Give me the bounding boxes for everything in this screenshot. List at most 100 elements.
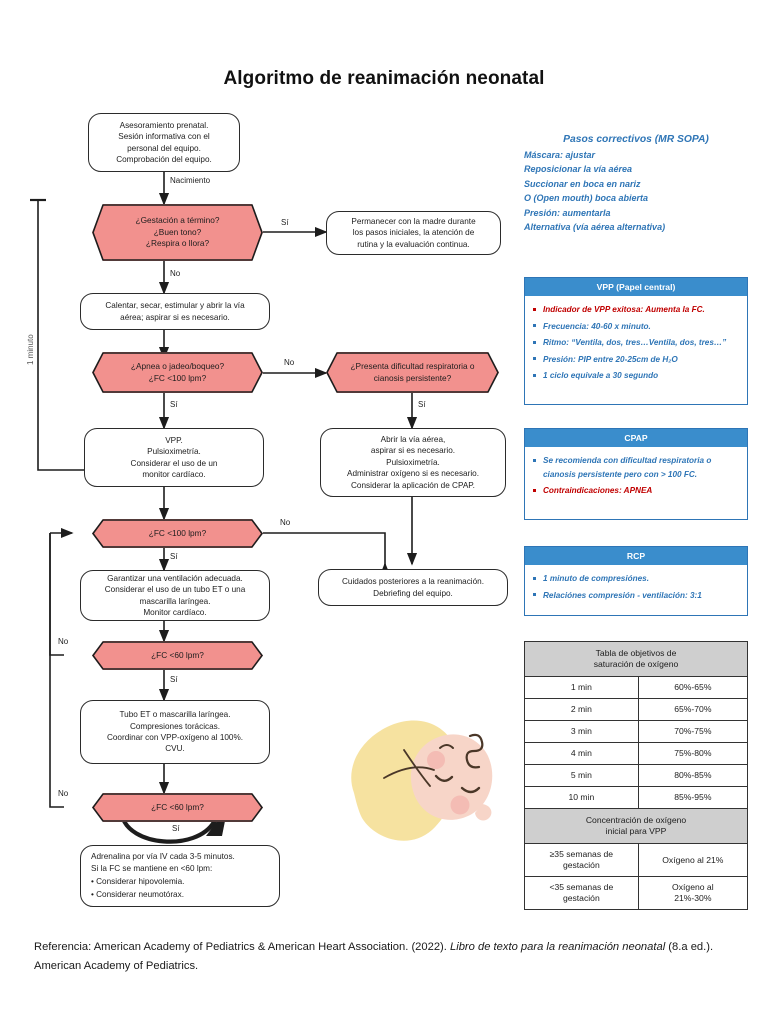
decision-shape [92,519,263,548]
panel-vpp-item-2-text: Ritmo: “Ventila, dos, tres…Ventila, dos,… [543,338,727,348]
panel-vpp-list: Indicador de VPP exitosa: Aumenta la FC.… [532,303,740,383]
decision-outline [92,641,263,670]
decision-outline [92,793,263,822]
node-prenatal-counseling: Asesoramiento prenatal. Sesión informati… [88,113,240,172]
sat-value-3: 75%-80% [637,742,749,765]
decision-respiratory-distress: ¿Presenta dificultad respiratoria o cian… [326,352,499,393]
node-adrenaline: Adrenalina por vía IV cada 3-5 minutos. … [80,845,280,907]
panel-vpp-item-4-text: 1 ciclo equivale a 30 segundo [543,371,659,381]
mr-sopa-line-3: O (Open mouth) boca abierta [524,193,649,204]
sat-time-2: 3 min [524,720,639,743]
panel-vpp-body: Indicador de VPP exitosa: Aumenta la FC.… [525,296,747,391]
mr-sopa-line-4: Presión: aumentarla [524,207,611,218]
decision-outline [92,204,263,261]
edge-label-no-gestacion: No [170,269,181,278]
panel-vpp-item-1: Frecuencia: 40-60 x minuto. [532,320,740,334]
node-post-resuscitation-care: Cuidados posteriores a la reanimación. D… [318,569,508,606]
node-stay-with-mother: Permanecer con la madre durante los paso… [326,211,501,255]
panel-vpp-item-3-text: Presión: PIP entre 20-25cm de H₂O [543,354,678,364]
decision-shape [92,641,263,670]
decision-outline [92,352,263,393]
node-ensure-ventilation-label: Garantizar una ventilación adecuada. Con… [104,573,246,617]
edge-label-si-dificultad: Sí [418,400,426,409]
node-et-tube-compressions-label: Tubo ET o mascarilla laríngea. Compresio… [106,710,244,754]
decision-respiratory-distress-label: ¿Presenta dificultad respiratoria o cian… [350,361,475,383]
edge-label-no-fc60b: No [58,789,69,798]
bullet-square-icon [533,576,536,580]
reference-title-italic: Libro de texto para la reanimación neona… [450,941,666,953]
panel-vpp-item-0-text: Indicador de VPP exitosa: Aumenta la FC. [543,305,705,314]
mr-sopa-line-1: Reposicionar la vía aérea [524,164,633,175]
decision-fc-under-60-second: ¿FC <60 lpm? [92,793,263,822]
panel-rcp-item-0: 1 minuto de compresiónes. [532,572,740,586]
bullet-square-icon [533,324,536,328]
sat-time-3: 4 min [524,742,639,765]
node-et-tube-compressions: Tubo ET o mascarilla laríngea. Compresio… [80,700,270,764]
node-vpp-pulseox-label: VPP. Pulsioximetría. Considerar el uso d… [130,435,218,479]
table-header-row: Tabla de objetivos de saturación de oxíg… [524,641,748,677]
panel-vpp-header: VPP (Papel central) [525,278,747,296]
edge-label-no-apnea: No [284,358,295,367]
decision-outline [326,352,499,393]
timing-label-1-minute: 1 minuto [26,334,35,365]
decision-gestacion-termino: ¿Gestación a término? ¿Buen tono? ¿Respi… [92,204,263,261]
panel-rcp-list: 1 minuto de compresiónes. Relaciónes com… [532,572,740,602]
panel-vpp-item-0: Indicador de VPP exitosa: Aumenta la FC. [532,303,740,317]
decision-shape [92,204,263,261]
edge-label-si-fc100: Sí [170,552,178,561]
edge-label-si-fc60b: Sí [172,824,180,833]
node-warm-dry-stimulate-label: Calentar, secar, estimular y abrir la ví… [105,301,245,322]
decision-fc-under-60-first-label: ¿FC <60 lpm? [151,649,204,660]
sat-value-0: 60%-65% [637,676,749,699]
mr-sopa-line-0: Máscara: ajustar [524,150,596,160]
panel-cpap-item-0: Se recomienda con dificultad respiratori… [532,454,740,481]
bullet-square-icon [533,340,536,344]
mr-sopa-heading: Pasos correctivos (MR SOPA) [563,134,709,145]
mr-sopa-line-2: Succionar en boca en nariz [524,178,641,189]
decision-shape [92,793,263,822]
panel-rcp-body: 1 minuto de compresiónes. Relaciónes com… [525,565,747,610]
edge-label-nacimiento: Nacimiento [170,176,211,185]
flowchart: 1 minuto Asesoramiento prenatal. Sesión … [26,113,508,907]
panel-cpap: CPAP Se recomienda con dificultad respir… [524,428,748,520]
sat-time-1: 2 min [524,698,639,721]
reference-part1: Referencia: American Academy of Pediatri… [34,941,450,953]
reference-part2: (8.a ed.). American Academy of Pediatric… [34,941,714,972]
node-open-airway-cpap-label: Abrir la vía aérea, aspirar si es necesa… [347,434,479,490]
sat-time-4: 5 min [524,764,639,787]
panel-vpp-item-4: 1 ciclo equivale a 30 segundo [532,369,740,383]
node-adrenaline-label: Adrenalina por vía IV cada 3-5 minutos. … [91,851,235,899]
reference-citation: Referencia: American Academy of Pediatri… [34,938,734,976]
decision-fc-under-100: ¿FC <100 lpm? [92,519,263,548]
ga-value-0: Oxígeno al 21% [637,843,749,877]
panel-cpap-item-1-text: Contraindicaciones: APNEA [543,486,653,496]
ga-label-0: ≥35 semanas de gestación [524,843,639,877]
decision-fc-under-60-first: ¿FC <60 lpm? [92,641,263,670]
sat-time-5: 10 min [524,786,639,809]
decision-fc-under-100-label: ¿FC <100 lpm? [148,527,207,538]
table-subheader-row: Concentración de oxígeno inicial para VP… [524,808,748,844]
panel-vpp-item-3: Presión: PIP entre 20-25cm de H₂O [532,353,740,367]
edge-label-no-fc100: No [280,518,291,527]
sat-value-4: 80%-85% [637,764,749,787]
ga-value-1: Oxígeno al 21%-30% [637,876,749,910]
panel-rcp-item-1: Relaciónes compresión - ventilación: 3:1 [532,589,740,603]
panel-cpap-header: CPAP [525,429,747,447]
node-post-resuscitation-care-label: Cuidados posteriores a la reanimación. D… [342,577,484,598]
panel-cpap-item-0-text: Se recomienda con dificultad respiratori… [543,456,712,479]
decision-gestacion-termino-label: ¿Gestación a término? ¿Buen tono? ¿Respi… [135,215,220,249]
page-title: Algoritmo de reanimación neonatal [223,68,545,89]
sat-value-1: 65%-70% [637,698,749,721]
panel-cpap-body: Se recomienda con dificultad respiratori… [525,447,747,506]
bullet-square-icon [533,458,536,462]
bullet-square-icon [533,373,536,377]
panel-vpp-item-1-text: Frecuencia: 40-60 x minuto. [543,321,651,331]
swaddled-baby-illustration [351,720,493,841]
